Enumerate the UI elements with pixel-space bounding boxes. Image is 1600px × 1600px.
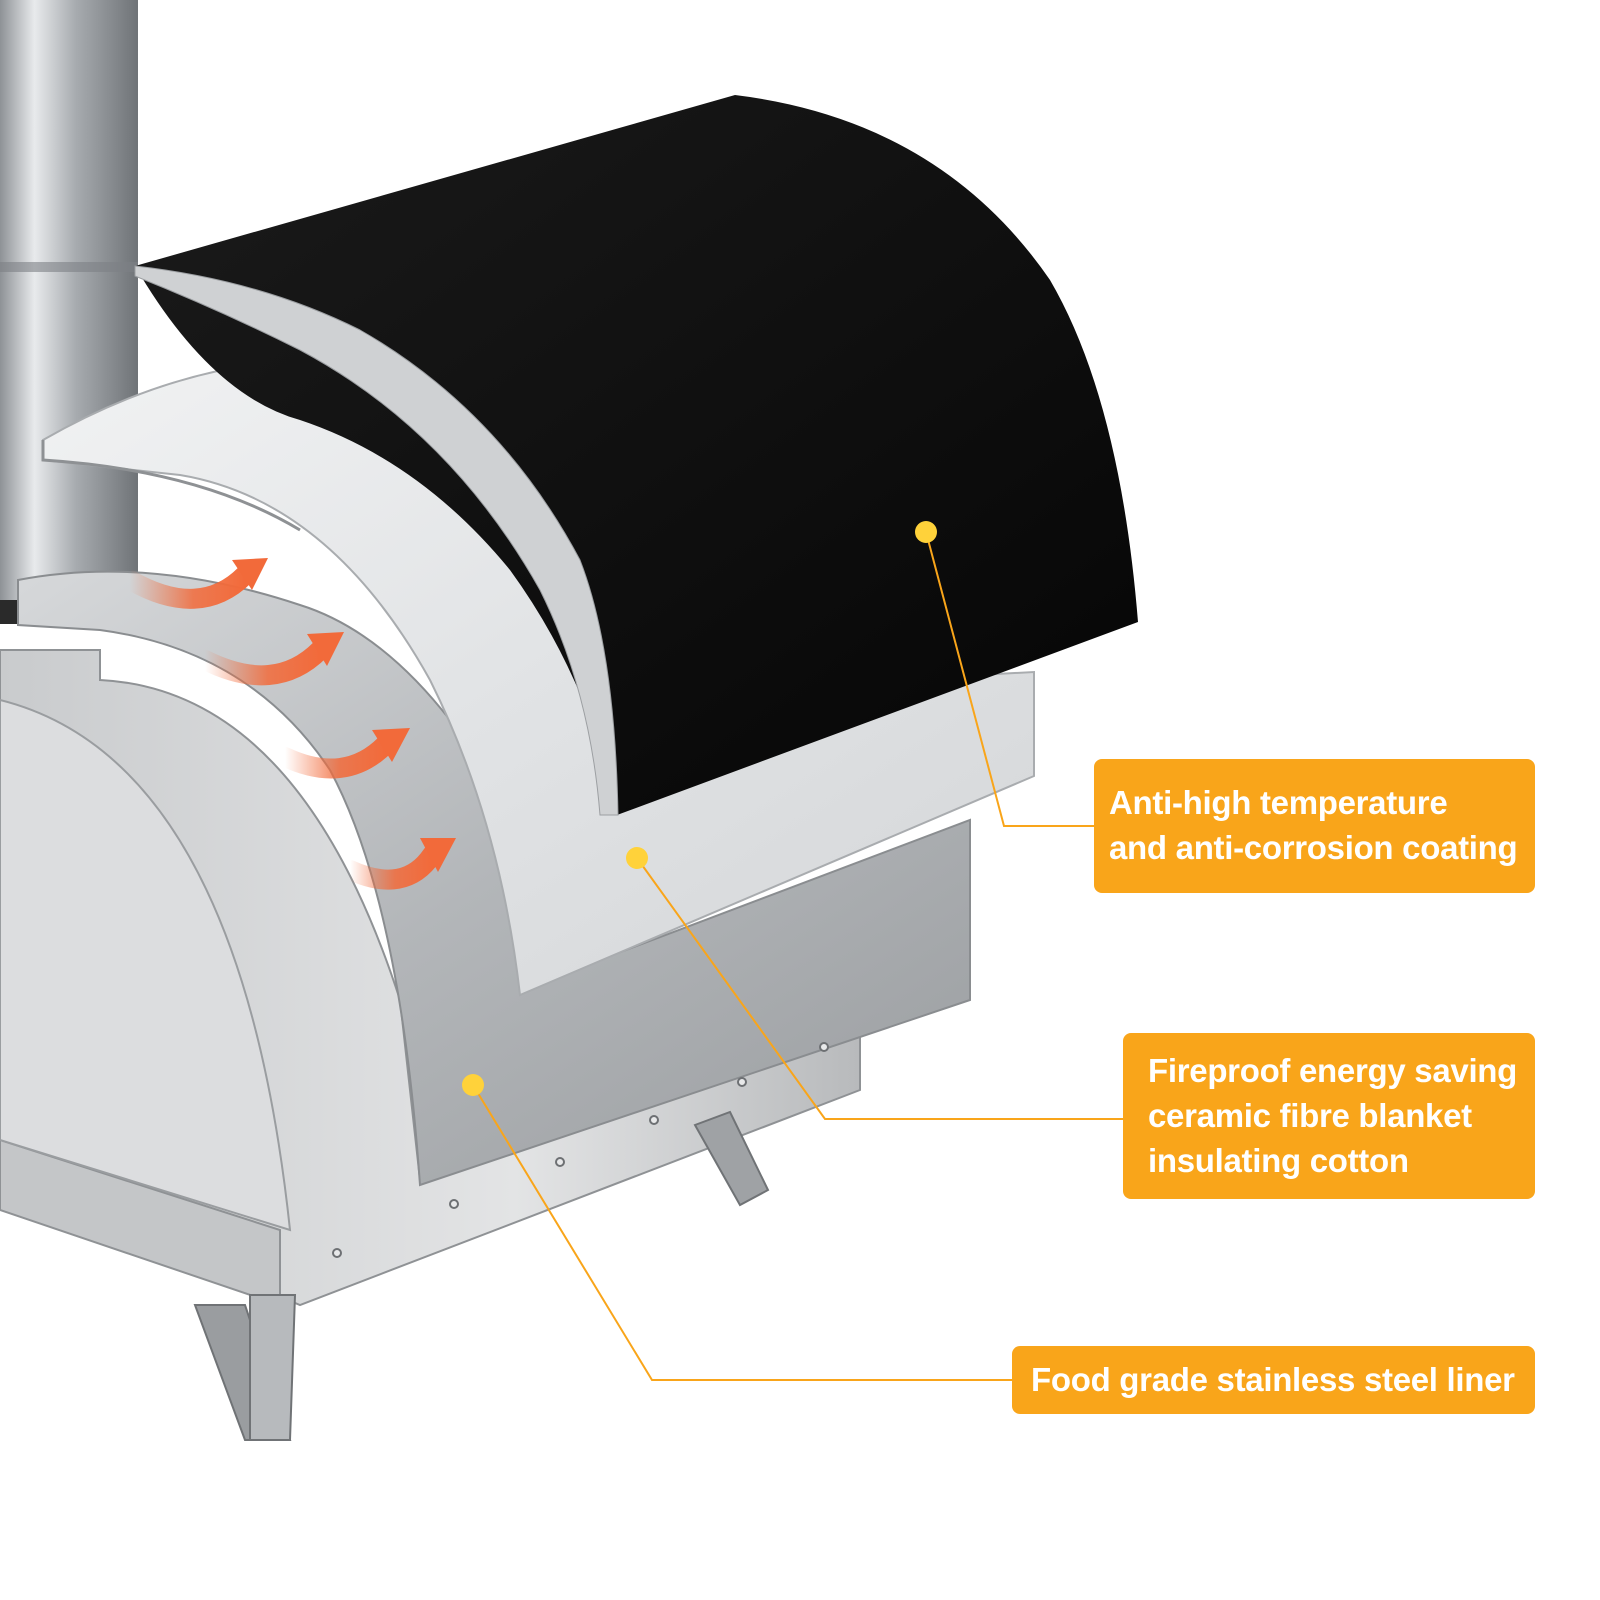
leader-lines <box>472 531 1123 1381</box>
heat-arrow <box>120 558 268 609</box>
callout-blanket: Fireproof energy saving ceramic fibre bl… <box>1123 1033 1535 1199</box>
heat-arrow <box>340 838 456 890</box>
callout-blanket-line: Fireproof energy saving <box>1148 1052 1518 1089</box>
leader-line-coating <box>925 531 1094 827</box>
marker-dot-blanket <box>626 847 648 869</box>
chimney-pipe <box>0 0 138 624</box>
marker-dot-liner <box>462 1074 484 1096</box>
heat-arrow <box>275 728 410 779</box>
oven-body <box>0 649 861 1307</box>
callout-liner-line: Food grade stainless steel liner <box>1031 1361 1515 1398</box>
callout-blanket-line: ceramic fibre blanket <box>1148 1097 1472 1134</box>
callout-coating-line: and anti-corrosion coating <box>1109 829 1518 866</box>
callout-coating: Anti-high temperature and anti-corrosion… <box>1094 759 1535 893</box>
rivets <box>332 1042 829 1258</box>
heat-arrows <box>120 558 456 890</box>
outer-shell-layer <box>134 95 1138 816</box>
marker-dots <box>462 521 937 1096</box>
callout-coating-line: Anti-high temperature <box>1109 784 1448 821</box>
heat-arrow <box>195 632 344 686</box>
marker-dot-coating <box>915 521 937 543</box>
callout-liner: Food grade stainless steel liner <box>1012 1346 1535 1414</box>
leader-line-blanket <box>636 857 1123 1120</box>
leader-line-liner <box>472 1084 1012 1381</box>
callout-blanket-line: insulating cotton <box>1148 1142 1409 1179</box>
oven-legs <box>193 1110 770 1441</box>
